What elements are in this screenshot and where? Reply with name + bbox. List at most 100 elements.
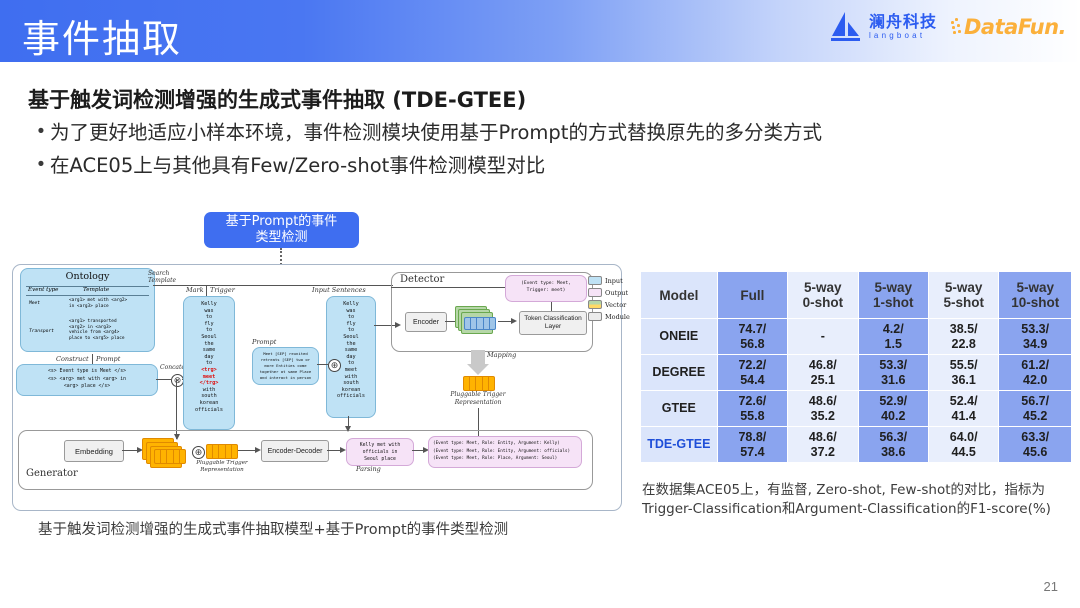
langboat-name-en: langboat: [868, 31, 926, 40]
word-token: was: [346, 307, 356, 314]
ontology-col-event-type: Event type: [28, 287, 59, 293]
token-classification-label: Token Classification Layer: [524, 315, 582, 330]
encoder-module: Encoder: [405, 312, 447, 332]
word-token: same: [344, 347, 358, 354]
list-item: • 为了更好地适应小样本环境，事件检测模块使用基于Prompt的方式替换原先的多…: [32, 119, 992, 146]
ontology-row-template: <arg1> transported <arg2> in <arg3> vehi…: [69, 319, 125, 341]
word-token: same: [202, 347, 216, 354]
parsed-line: (Event type: Meet, Role: Entity, Argumen…: [433, 448, 571, 454]
encoder-label: Encoder: [412, 318, 440, 326]
word-token: to: [205, 314, 213, 321]
cell: 4.2/ 1.5: [857, 318, 929, 355]
parsing-label: Parsing: [356, 465, 381, 473]
detector-prompt-label: Prompt: [252, 338, 277, 346]
detector-output-text: (Event type: Meet, Trigger: meet): [521, 281, 571, 293]
col-header-0shot: 5-way 0-shot: [787, 271, 859, 319]
slide-header: 事件抽取 澜舟科技 langboat DataFun.: [0, 0, 1080, 62]
cell: 56.3/ 38.6: [857, 426, 929, 463]
cell: 52.4/ 41.4: [927, 390, 1000, 427]
word-token: korean: [199, 399, 219, 406]
word-token: to: [205, 327, 213, 334]
legend-label: Vector: [605, 300, 627, 309]
bullet-dot-icon: •: [37, 121, 45, 142]
cell: 72.6/ 55.8: [716, 390, 789, 427]
pluggable-trigger-vector-icon: [463, 376, 495, 391]
legend-swatch-vector: [588, 300, 602, 309]
bullet-dot-icon: •: [37, 154, 45, 175]
legend-item: Module: [588, 312, 630, 321]
dots-icon: [950, 18, 963, 36]
callout-label: 基于Prompt的事件 类型检测: [225, 214, 338, 245]
architecture-diagram: 基于Prompt的事件 类型检测 Ontology Event type Tem…: [8, 212, 628, 512]
generator-panel: [18, 430, 593, 490]
detector-output-box: (Event type: Meet, Trigger: meet): [505, 275, 587, 302]
bullet-list: • 为了更好地适应小样本环境，事件检测模块使用基于Prompt的方式替换原先的多…: [32, 119, 992, 185]
cell: 64.0/ 44.5: [927, 426, 1000, 463]
pluggable-trigger-representation-label: Pluggable Trigger Representation: [450, 391, 506, 406]
results-table: Model Full 5-way 0-shot 5-way 1-shot 5-w…: [640, 271, 1072, 463]
word-token: fly: [204, 320, 214, 327]
page-number: 21: [1043, 579, 1058, 594]
detector-concat-operator-icon: ⊕: [328, 359, 341, 372]
word-token: officials: [194, 406, 224, 413]
col-header-5shot: 5-way 5-shot: [927, 271, 1000, 319]
col-header-full: Full: [716, 271, 789, 319]
token-classification-layer-module: Token Classification Layer: [519, 311, 587, 335]
cell: 46.8/ 25.1: [787, 354, 859, 391]
table-caption: 在数据集ACE05上，有监督, Zero-shot, Few-shot的对比，指…: [642, 482, 1051, 517]
legend-item: Input: [588, 276, 630, 285]
word-token: </trg>: [199, 380, 219, 387]
mapping-label: Mapping: [487, 351, 517, 359]
word-token: day: [346, 353, 356, 360]
cell: 63.3/ 45.6: [998, 426, 1072, 463]
concatenate-label: Concatenate: [160, 364, 199, 371]
table-row: GTEE 72.6/ 55.8 48.6/ 35.2 52.9/ 40.2 52…: [640, 390, 1072, 427]
mark-label: Mark: [186, 286, 204, 294]
embedding-module: Embedding: [64, 440, 124, 462]
list-item: • 在ACE05上与其他具有Few/Zero-shot事件检测模型对比: [32, 152, 992, 179]
bullet-text: 在ACE05上与其他具有Few/Zero-shot事件检测模型对比: [50, 154, 546, 177]
word-token: was: [204, 307, 214, 314]
word-token: to: [347, 360, 355, 367]
prompt-label: Prompt: [96, 355, 121, 363]
cell: 56.7/ 45.2: [998, 390, 1072, 427]
cell: 48.6/ 37.2: [787, 426, 859, 463]
langboat-logo: 澜舟科技 langboat: [829, 10, 937, 44]
word-token: officials: [336, 393, 366, 400]
word-token: south: [201, 393, 217, 400]
datafun-name: DataFun.: [963, 15, 1067, 39]
table-row: ONEIE 74.7/ 56.8 - 4.2/ 1.5 38.5/ 22.8 5…: [640, 318, 1072, 355]
construct-label: Construct: [56, 355, 89, 363]
row-label: DEGREE: [640, 354, 718, 391]
ontology-col-template: Template: [83, 287, 110, 293]
ontology-row-event-type: Transport: [29, 329, 54, 334]
search-template-label: Search Template: [148, 270, 177, 284]
parsed-line: (Event type: Meet, Role: Entity, Argumen…: [433, 441, 560, 446]
word-token: the: [346, 340, 356, 347]
pluggable-trigger-representation-label-2: Pluggable Trigger Representation: [196, 460, 248, 473]
cell: 53.3/ 34.9: [998, 318, 1072, 355]
generated-sentence-box: Kelly met with officials in Seoul place: [346, 438, 414, 466]
section-title: 基于触发词检测增强的生成式事件抽取 (TDE-GTEE): [28, 88, 527, 112]
parsed-line: (Event type: Meet, Role: Place, Argument…: [433, 456, 558, 461]
langboat-name-cn: 澜舟科技: [868, 12, 937, 31]
encoder-decoder-label: Encoder-Decoder: [267, 447, 323, 455]
legend-label: Input: [605, 276, 623, 285]
legend-swatch-output: [588, 288, 602, 297]
ontology-title: Ontology: [65, 271, 110, 282]
legend-item: Vector: [588, 300, 630, 309]
cell: 52.9/ 40.2: [857, 390, 929, 427]
word-token: <trg>: [201, 366, 217, 373]
legend-label: Module: [605, 312, 630, 321]
col-header-10shot: 5-way 10-shot: [998, 271, 1072, 319]
word-token: south: [343, 380, 359, 387]
word-token: Kelly: [343, 301, 359, 307]
word-token: day: [204, 353, 214, 360]
embedding-vector-stack-icon: [142, 438, 190, 468]
generated-sentence-text: Kelly met with officials in Seoul place: [359, 443, 401, 462]
col-header-1shot: 5-way 1-shot: [857, 271, 929, 319]
ontology-box: Ontology Event type Template Meet <arg1>…: [20, 268, 155, 352]
